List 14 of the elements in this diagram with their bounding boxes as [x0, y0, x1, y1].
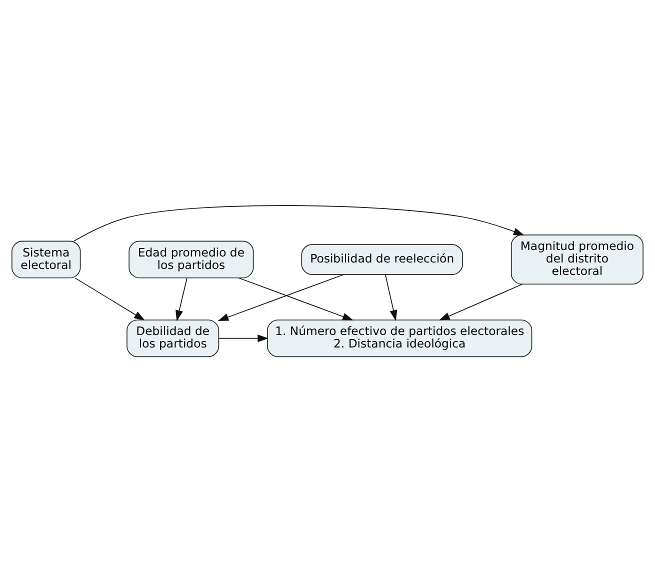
node-box: 1. Número efectivo de partidos electorales 2. Distancia ideológica [267, 320, 532, 358]
arrow [74, 205, 524, 242]
arrow [218, 334, 269, 342]
arrow [384, 274, 398, 322]
arrow [438, 284, 523, 320]
arrow [238, 278, 354, 320]
node-box: Debilidad de los partidos [126, 320, 220, 358]
node-box: Edad promedio de los partidos [128, 240, 254, 278]
node-box: Sistema electoral [12, 240, 81, 278]
arrow [176, 278, 188, 322]
node-box: Posibilidad de reelección [301, 244, 463, 275]
node-box: Magnitud promedio del distrito electoral [510, 234, 644, 285]
arrow [218, 274, 344, 321]
arrow [74, 278, 145, 321]
